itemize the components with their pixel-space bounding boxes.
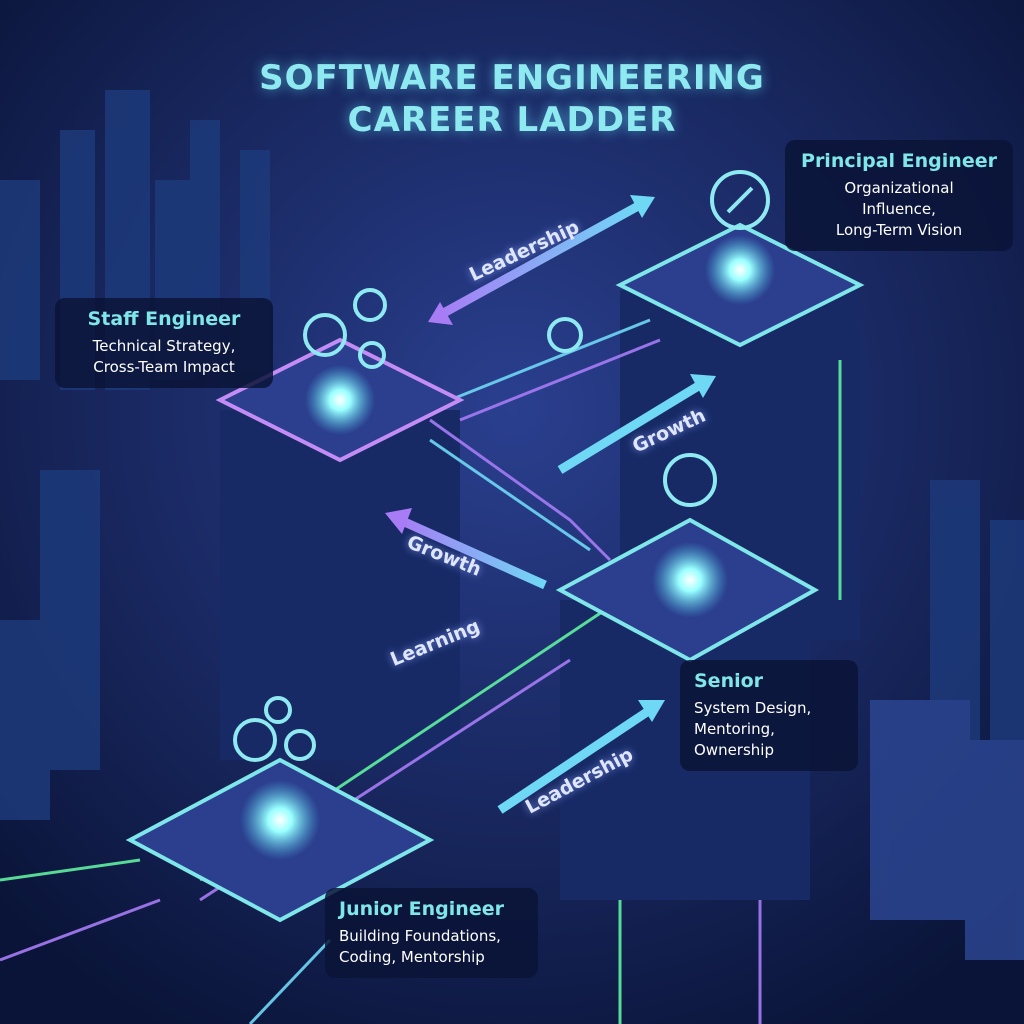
- compass-icon: [710, 170, 770, 230]
- platforms: [125, 222, 865, 923]
- level-desc: Influence,: [862, 200, 936, 218]
- network-icon: [547, 317, 583, 353]
- page-title: SOFTWARE ENGINEERING: [259, 58, 765, 98]
- level-card-senior: Senior System Design, Mentoring, Ownersh…: [680, 660, 858, 771]
- level-desc: Coding, Mentorship: [339, 948, 485, 966]
- level-desc: Cross-Team Impact: [93, 358, 235, 376]
- level-card-junior: Junior Engineer Building Foundations, Co…: [325, 888, 538, 978]
- gears-icon: [303, 313, 347, 357]
- level-name: Junior Engineer: [339, 898, 504, 920]
- arrows: [385, 195, 716, 814]
- gears-icon: [233, 718, 277, 762]
- level-card-principal: Principal Engineer Organizational Influe…: [785, 140, 1013, 251]
- level-desc: System Design,: [694, 699, 812, 717]
- level-name: Staff Engineer: [87, 308, 241, 330]
- level-desc: Mentoring,: [694, 720, 775, 738]
- level-desc: Organizational: [844, 179, 954, 197]
- network-icon: [663, 453, 717, 507]
- level-card-staff: Staff Engineer Technical Strategy, Cross…: [55, 298, 273, 388]
- level-name: Principal Engineer: [801, 150, 997, 172]
- level-desc: Technical Strategy,: [92, 337, 236, 355]
- page-subtitle: CAREER LADDER: [347, 100, 677, 140]
- level-name: Senior: [694, 670, 764, 692]
- level-desc: Long-Term Vision: [835, 221, 963, 239]
- level-desc: Building Foundations,: [339, 927, 501, 945]
- level-desc: Ownership: [694, 741, 774, 759]
- level-icons: [233, 170, 770, 762]
